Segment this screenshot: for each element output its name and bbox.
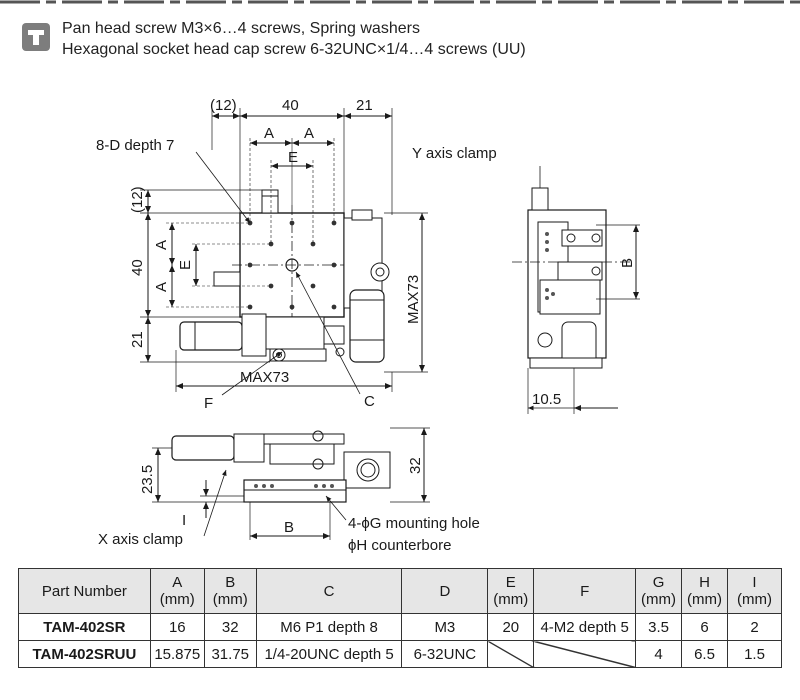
cell-e-empty	[487, 640, 535, 668]
header-d: D	[401, 568, 489, 614]
dim-e-left: E	[177, 260, 194, 270]
dim-32: 32	[407, 457, 424, 474]
dim-b-front: B	[284, 519, 294, 536]
counterbore-label: ϕH counterbore	[348, 537, 451, 554]
cell-a: 16	[149, 613, 205, 641]
header-c: C	[255, 568, 403, 614]
dim-i: I	[182, 512, 186, 529]
depth-label: 8-D depth 7	[96, 137, 174, 154]
table-row: TAM-402SR 16 32 M6 P1 depth 8 M3 20 4-M2…	[18, 613, 782, 641]
spec-table: Part Number A(mm) B(mm) C D E(mm) F G(mm…	[18, 568, 782, 668]
dim-top-21: 21	[356, 97, 373, 114]
mounting-hole-label: 4-ϕG mounting hole	[348, 515, 480, 532]
dim-left-21: 21	[129, 331, 146, 348]
front-view	[152, 427, 430, 540]
y-axis-clamp-label: Y axis clamp	[412, 145, 497, 162]
header-h: H(mm)	[681, 568, 728, 614]
dim-e-top: E	[288, 149, 298, 166]
cell-b: 31.75	[203, 640, 257, 668]
header-a: A(mm)	[149, 568, 205, 614]
technical-drawing: (12) 40 21 A A E 8-D depth 7 (12) 40 21 …	[96, 97, 640, 554]
cell-b: 32	[203, 613, 257, 641]
dim-a-right: A	[304, 125, 314, 142]
cell-e: 20	[487, 613, 535, 641]
x-axis-clamp-label: X axis clamp	[98, 531, 183, 548]
note-line-1: Pan head screw M3×6…4 screws, Spring was…	[62, 20, 420, 37]
dim-a-upper: A	[153, 240, 170, 250]
dim-10-5: 10.5	[532, 391, 561, 408]
dim-23-5: 23.5	[139, 465, 156, 494]
dim-left-40: 40	[129, 259, 146, 276]
cell-c: 1/4-20UNC depth 5	[255, 640, 403, 668]
cell-c: M6 P1 depth 8	[255, 613, 403, 641]
cell-i: 2	[727, 613, 782, 641]
header-part-number: Part Number	[18, 568, 151, 614]
cell-part-number: TAM-402SRUU	[18, 640, 151, 668]
top-view	[140, 108, 428, 396]
header-b: B(mm)	[203, 568, 257, 614]
c-label: C	[364, 393, 375, 410]
cell-d: 6-32UNC	[401, 640, 489, 668]
table-header-row: Part Number A(mm) B(mm) C D E(mm) F G(mm…	[18, 568, 782, 614]
top-border	[0, 0, 800, 4]
table-row: TAM-402SRUU 15.875 31.75 1/4-20UNC depth…	[18, 640, 782, 668]
side-view	[512, 166, 640, 414]
cell-part-number: TAM-402SR	[18, 613, 151, 641]
dim-top-40: 40	[282, 97, 299, 114]
header-f: F	[533, 568, 637, 614]
cell-h: 6.5	[681, 640, 728, 668]
cell-g: 3.5	[635, 613, 683, 641]
max73-horizontal: MAX73	[240, 369, 289, 386]
dim-top-12: (12)	[210, 97, 237, 114]
side-b-label: B	[619, 258, 636, 268]
cell-a: 15.875	[149, 640, 205, 668]
header-g: G(mm)	[635, 568, 683, 614]
dim-a-left: A	[264, 125, 274, 142]
cell-g: 4	[635, 640, 683, 668]
max73-vertical: MAX73	[405, 275, 422, 324]
header-i: I(mm)	[727, 568, 782, 614]
cell-d: M3	[401, 613, 489, 641]
cell-f: 4-M2 depth 5	[533, 613, 637, 641]
screw-icon	[22, 23, 50, 51]
dim-a-lower: A	[153, 282, 170, 292]
note-line-2: Hexagonal socket head cap screw 6-32UNC×…	[62, 41, 526, 58]
cell-h: 6	[681, 613, 728, 641]
f-label: F	[204, 395, 213, 412]
dim-left-12: (12)	[129, 186, 146, 213]
cell-i: 1.5	[727, 640, 782, 668]
cell-f-empty	[533, 640, 637, 668]
header-e: E(mm)	[487, 568, 535, 614]
